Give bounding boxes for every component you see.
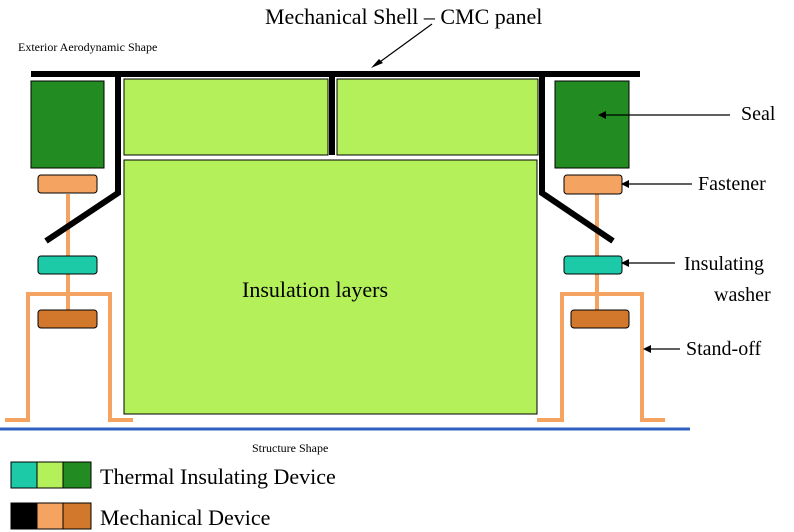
legend-label-thermal: Thermal Insulating Device <box>100 464 336 489</box>
legend-swatch-mechanical-1 <box>10 502 38 530</box>
exterior-shape-label: Exterior Aerodynamic Shape <box>18 40 157 54</box>
washer-callout-arrowhead <box>621 259 629 267</box>
nut-right <box>570 309 630 329</box>
shell-callout-line <box>376 23 433 65</box>
shell-flange-right <box>539 74 615 244</box>
legend-label-mechanical: Mechanical Device <box>100 505 270 530</box>
fastener-right <box>563 174 623 195</box>
nut-left <box>37 309 98 329</box>
insulation-label: Insulation layers <box>242 277 388 302</box>
washer-right <box>563 255 623 275</box>
legend-swatch-mechanical-2 <box>36 502 64 530</box>
insulation-block-top-left <box>123 78 329 156</box>
legend-row-thermal: Thermal Insulating Device <box>10 461 336 489</box>
washer-label-line2: washer <box>714 284 771 306</box>
insulation-block-main <box>123 159 538 415</box>
legend-swatch-thermal-2 <box>36 461 64 489</box>
fastener-label: Fastener <box>698 173 766 195</box>
fastener-callout-arrowhead <box>621 180 629 188</box>
seal-right <box>554 80 630 169</box>
insulation-block-top-right <box>336 78 539 156</box>
legend: Thermal Insulating Device Mechanical Dev… <box>10 461 336 530</box>
seal-left <box>30 80 105 169</box>
seal-callout-arrowhead <box>598 111 606 119</box>
legend-swatch-thermal-3 <box>62 461 92 489</box>
seal-label: Seal <box>741 103 776 125</box>
washer-label-line1: Insulating <box>684 253 764 275</box>
shell-flange-left <box>44 74 121 244</box>
legend-swatch-mechanical-3 <box>62 502 92 530</box>
fastener-left <box>37 174 98 194</box>
standoff-callout-arrowhead <box>643 345 651 353</box>
legend-row-mechanical: Mechanical Device <box>10 502 270 530</box>
standoff-label: Stand-off <box>686 338 762 360</box>
washer-left <box>37 255 98 275</box>
shell-callout-arrowhead <box>371 59 383 68</box>
shell-label: Mechanical Shell – CMC panel <box>265 4 542 29</box>
structure-label: Structure Shape <box>252 441 328 455</box>
stand-off-right <box>537 292 665 422</box>
legend-swatch-thermal-1 <box>10 461 38 489</box>
